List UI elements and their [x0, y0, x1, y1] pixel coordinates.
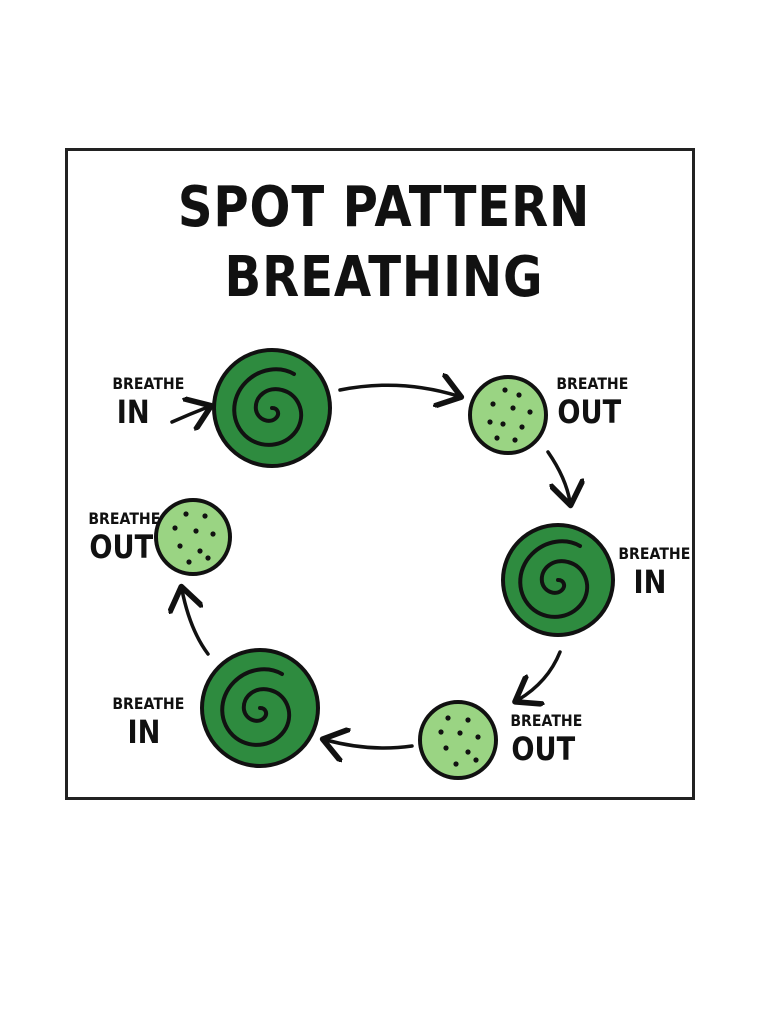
breathe-out-circle-2 — [418, 700, 498, 780]
step-label-2-big: OUT — [557, 393, 622, 431]
step-label-4: BREATHE OUT — [506, 711, 583, 768]
spiral-icon — [232, 367, 304, 447]
arrow-2-to-3 — [546, 450, 570, 502]
step-label-1-big: IN — [116, 393, 150, 431]
step-label-6-small: BREATHE — [88, 509, 161, 528]
diagram-frame — [65, 148, 695, 800]
step-label-3-small: BREATHE — [618, 544, 691, 563]
arrow-3-to-4 — [518, 650, 562, 700]
step-label-4-small: BREATHE — [510, 711, 583, 730]
step-label-4-big: OUT — [511, 730, 576, 768]
step-label-5-small: BREATHE — [112, 694, 185, 713]
breathe-in-circle-3 — [200, 648, 320, 768]
step-label-3-big: IN — [633, 563, 667, 601]
spiral-icon — [518, 539, 590, 619]
step-label-1-small: BREATHE — [112, 374, 185, 393]
title-line-1: SPOT PATTERN — [177, 175, 591, 240]
arrow-1-to-2 — [338, 385, 458, 396]
step-label-5: BREATHE IN — [108, 694, 185, 751]
spiral-icon — [220, 667, 292, 747]
step-label-3: BREATHE IN — [614, 544, 691, 601]
dots-icon — [487, 387, 533, 443]
step-label-2-small: BREATHE — [556, 374, 629, 393]
breathe-out-circle-1 — [468, 375, 548, 455]
step-label-5-big: IN — [127, 713, 161, 751]
breathe-in-circle-1 — [212, 348, 332, 468]
breathe-in-circle-2 — [501, 523, 615, 637]
arrow-5-to-6 — [182, 590, 210, 656]
step-label-6: BREATHE OUT — [84, 509, 161, 566]
step-label-2: BREATHE OUT — [552, 374, 629, 431]
arrow-4-to-5 — [326, 740, 414, 748]
arrow-into-start — [170, 407, 208, 422]
dots-icon — [438, 715, 481, 767]
title-line-2: BREATHING — [224, 245, 544, 310]
dots-icon — [172, 511, 216, 565]
step-label-6-big: OUT — [89, 528, 154, 566]
step-label-1: BREATHE IN — [108, 374, 185, 431]
breathe-out-circle-3 — [154, 498, 232, 576]
